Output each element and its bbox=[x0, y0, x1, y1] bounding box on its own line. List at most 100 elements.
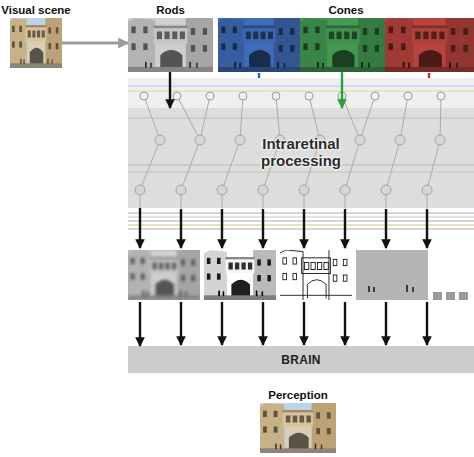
processing-band: Intraretinal processing bbox=[128, 108, 474, 208]
receptor-terminal bbox=[140, 92, 148, 100]
perception-photo-node: Perception bbox=[260, 403, 336, 453]
edge-channel bbox=[280, 250, 352, 300]
edge-channel bbox=[280, 250, 352, 300]
blue-tint bbox=[218, 18, 300, 72]
green-cone-image bbox=[300, 18, 385, 72]
red-tint bbox=[385, 18, 474, 72]
signal-arrow bbox=[169, 72, 171, 108]
edge-sketch bbox=[333, 259, 337, 265]
bar-label: BRAIN bbox=[281, 353, 321, 367]
receptor-terminal bbox=[338, 92, 346, 100]
blurred-channel bbox=[128, 250, 200, 300]
heading: Rods bbox=[156, 4, 185, 16]
signal-arrow bbox=[62, 41, 128, 44]
heading: Perception bbox=[268, 389, 327, 401]
signal-arrow bbox=[170, 72, 171, 108]
red-cone-image bbox=[385, 18, 474, 72]
rods-panel: Rods bbox=[128, 18, 213, 72]
edge-sketch bbox=[293, 273, 297, 279]
perception-photo bbox=[260, 403, 336, 453]
channel-arrow bbox=[426, 302, 428, 345]
blurred-channel bbox=[128, 250, 200, 300]
receptor-zone bbox=[128, 78, 474, 108]
edge-sketch bbox=[317, 263, 321, 270]
channel-arrow bbox=[385, 302, 387, 345]
receptor-terminal bbox=[140, 92, 445, 100]
motion-mark bbox=[373, 287, 375, 292]
receptor-terminal bbox=[272, 92, 280, 100]
more-channels bbox=[433, 292, 442, 300]
channel-arrow bbox=[180, 302, 182, 345]
edge-sketch bbox=[283, 273, 287, 279]
blue-cone-image bbox=[218, 18, 300, 72]
receptor-terminal bbox=[239, 92, 247, 100]
motion-mark bbox=[412, 287, 414, 292]
edge-sketch bbox=[302, 258, 331, 274]
edge-sketch bbox=[280, 250, 352, 300]
channel-arrow bbox=[303, 209, 305, 248]
edge-sketch bbox=[324, 263, 328, 270]
signal-arrow bbox=[139, 302, 141, 346]
blurred-channel bbox=[128, 250, 200, 300]
edge-sketch bbox=[333, 275, 337, 281]
edge-sketch bbox=[304, 263, 308, 270]
blue-cone-image bbox=[218, 18, 300, 72]
scene-photo bbox=[10, 18, 62, 68]
edge-sketch bbox=[280, 295, 352, 296]
more-channels bbox=[446, 292, 455, 300]
brain-bar: BRAIN bbox=[128, 346, 474, 373]
receptor-terminal bbox=[173, 92, 181, 100]
signal-arrow bbox=[140, 208, 141, 346]
channel-arrow bbox=[344, 302, 346, 345]
channel-arrow bbox=[262, 209, 264, 248]
channel-arrow bbox=[303, 302, 305, 345]
more-channels bbox=[459, 292, 468, 300]
green-tint bbox=[300, 18, 385, 72]
band-label: Intraretinal processing bbox=[241, 135, 361, 169]
cones-panels: Cones bbox=[218, 18, 474, 72]
retina-circuit bbox=[128, 78, 474, 208]
edge-sketch bbox=[343, 259, 347, 265]
cell-process bbox=[128, 85, 474, 86]
channel-arrow bbox=[344, 209, 346, 248]
rods-image bbox=[128, 18, 213, 72]
contrast-channel bbox=[204, 250, 276, 300]
channel-arrow bbox=[180, 209, 182, 248]
signal-arrow bbox=[62, 43, 128, 44]
red-cone-image bbox=[385, 18, 474, 72]
motion-mark bbox=[406, 285, 408, 292]
signal-arrow bbox=[341, 72, 343, 108]
channel-arrow bbox=[221, 209, 223, 248]
channel-arrow bbox=[221, 302, 223, 345]
perception-photo bbox=[260, 403, 336, 453]
heading: Visual scene bbox=[1, 4, 70, 16]
scene-photo bbox=[10, 18, 62, 68]
more-channels bbox=[433, 292, 468, 300]
edge-sketch bbox=[343, 275, 347, 281]
edge-sketch bbox=[311, 263, 315, 270]
green-cone-image bbox=[300, 18, 385, 72]
heading: Cones bbox=[328, 4, 363, 16]
scene-photo-node: Visual scene bbox=[10, 18, 62, 68]
cell-process bbox=[128, 90, 474, 91]
channel-arrow bbox=[385, 209, 387, 248]
receptor-terminal bbox=[404, 92, 412, 100]
receptor-terminal bbox=[371, 92, 379, 100]
edge-sketch bbox=[283, 258, 287, 264]
motion-channel bbox=[356, 250, 428, 300]
edge-sketch bbox=[280, 250, 303, 300]
channel-arrow bbox=[262, 302, 264, 345]
edge-sketch bbox=[293, 258, 297, 264]
channel-arrow bbox=[181, 209, 427, 345]
receptor-terminal bbox=[206, 92, 214, 100]
motion-mark bbox=[368, 286, 370, 292]
contrast-channel bbox=[204, 250, 276, 300]
rods-image bbox=[128, 18, 213, 72]
signal-arrow bbox=[139, 208, 141, 248]
receptor-terminal bbox=[437, 92, 445, 100]
receptor-terminal bbox=[305, 92, 313, 100]
channel-arrow bbox=[426, 209, 428, 248]
